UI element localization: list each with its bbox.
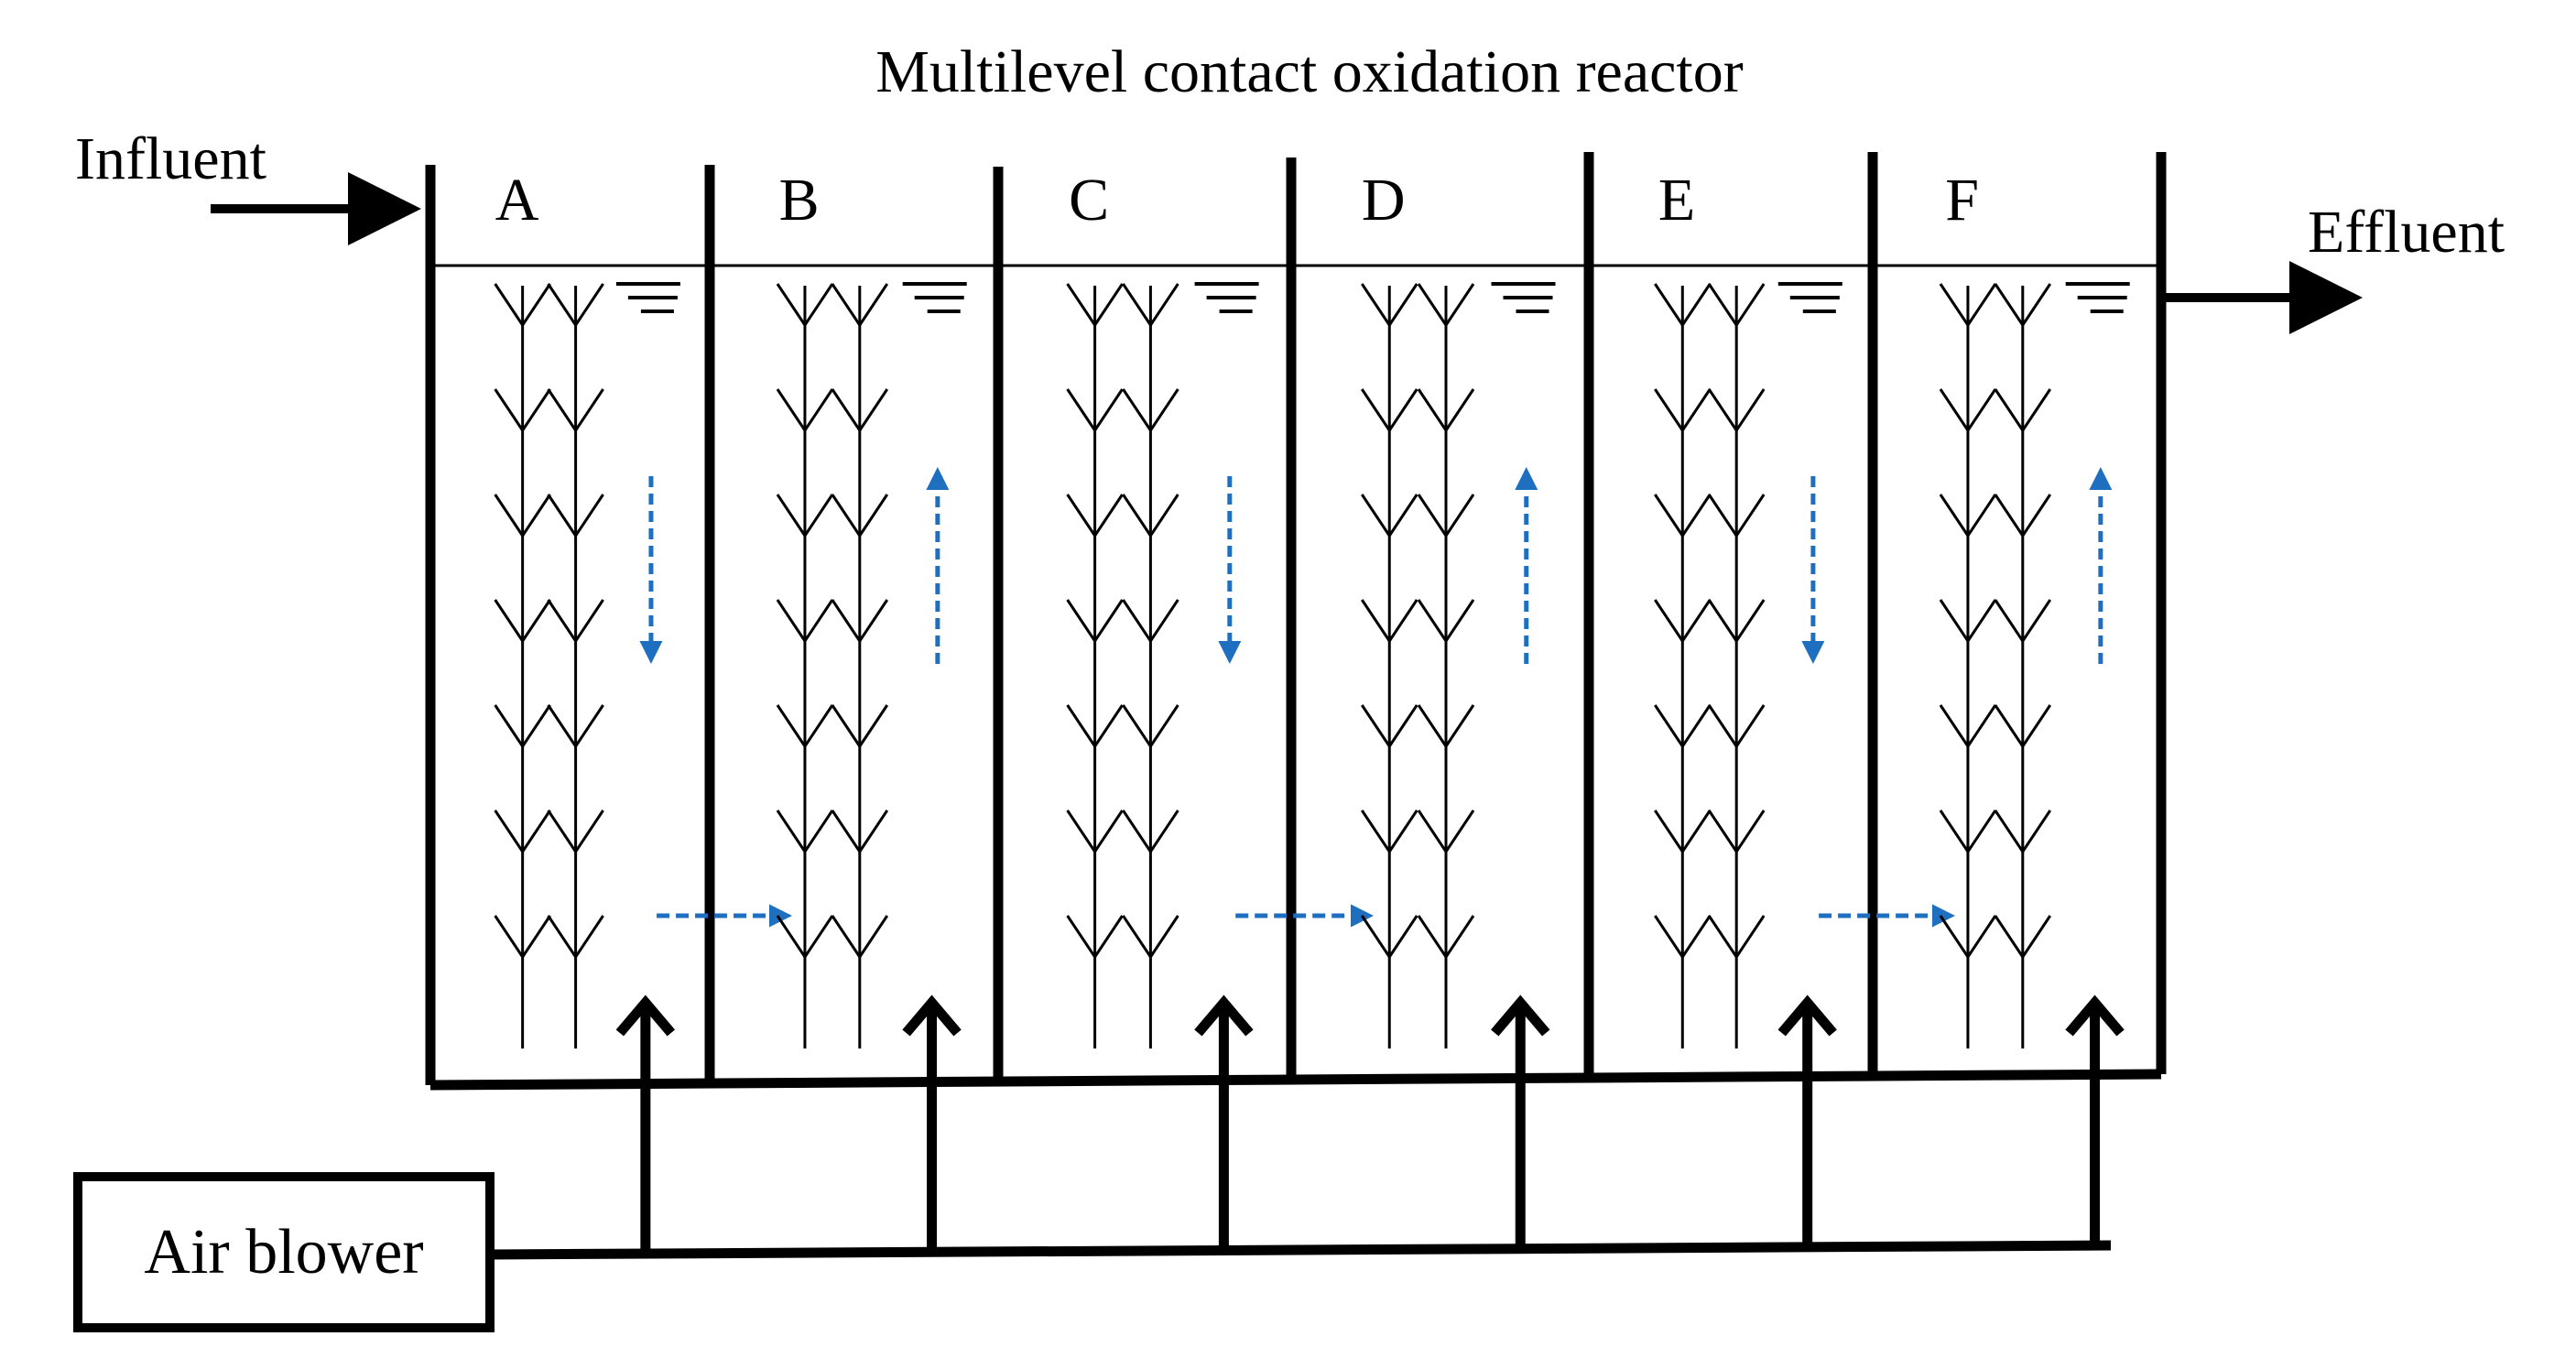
water-level-icon <box>1491 282 1556 313</box>
water-level-icon <box>1777 282 1842 313</box>
diagram-title: Multilevel contact oxidation reactor <box>875 38 1744 105</box>
chamber-label: B <box>779 167 820 234</box>
branched-carrier-icon <box>547 283 604 1048</box>
branched-carrier-icon <box>1122 283 1179 1048</box>
air-diffuser-arrow-icon <box>2065 994 2125 1244</box>
branched-carrier-icon <box>1994 283 2052 1048</box>
chamber-label: D <box>1362 167 1406 234</box>
air-header-pipe <box>489 1240 2112 1260</box>
water-level-icon <box>1194 282 1259 313</box>
water-level-icon <box>902 282 967 313</box>
branched-carrier-icon <box>1939 283 1997 1048</box>
branched-carrier-icon <box>1066 283 1124 1048</box>
water-level-icon <box>2065 282 2130 313</box>
branched-carrier-icon <box>1361 283 1418 1048</box>
branched-carrier-icon <box>1654 283 1712 1048</box>
air-diffuser-arrow-icon <box>1194 994 1254 1249</box>
chamber-f: F <box>1939 167 2130 1048</box>
chamber-b: B <box>776 167 967 1048</box>
chamber-d: D <box>1361 167 1556 1048</box>
reactor-tank <box>425 152 2167 1091</box>
branched-carrier-icon <box>1417 283 1475 1048</box>
air-distribution-lines <box>489 994 2125 1260</box>
chamber-label: F <box>1945 167 1979 234</box>
chamber-a: A <box>494 167 792 1048</box>
air-diffuser-arrow-icon <box>1491 994 1550 1247</box>
reactor-chambers: A B C D E F <box>494 167 2130 1048</box>
branched-carrier-icon <box>1707 283 1766 1048</box>
chamber-c: C <box>1066 167 1374 1048</box>
air-diffuser-arrow-icon <box>1777 994 1837 1245</box>
branched-carrier-icon <box>831 283 889 1048</box>
chamber-e: E <box>1654 167 1955 1048</box>
effluent-label: Effluent <box>2308 199 2505 266</box>
air-diffuser-arrow-icon <box>615 994 676 1253</box>
branched-carrier-icon <box>776 283 834 1048</box>
branched-carrier-icon <box>494 283 551 1048</box>
chamber-label: E <box>1658 167 1695 234</box>
water-level-icon <box>615 282 680 313</box>
air-diffuser-arrow-icon <box>902 994 962 1251</box>
influent-label: Influent <box>75 125 266 192</box>
chamber-label: C <box>1069 167 1109 234</box>
air-blower-label: Air blower <box>144 1217 423 1287</box>
chamber-label: A <box>495 167 539 234</box>
